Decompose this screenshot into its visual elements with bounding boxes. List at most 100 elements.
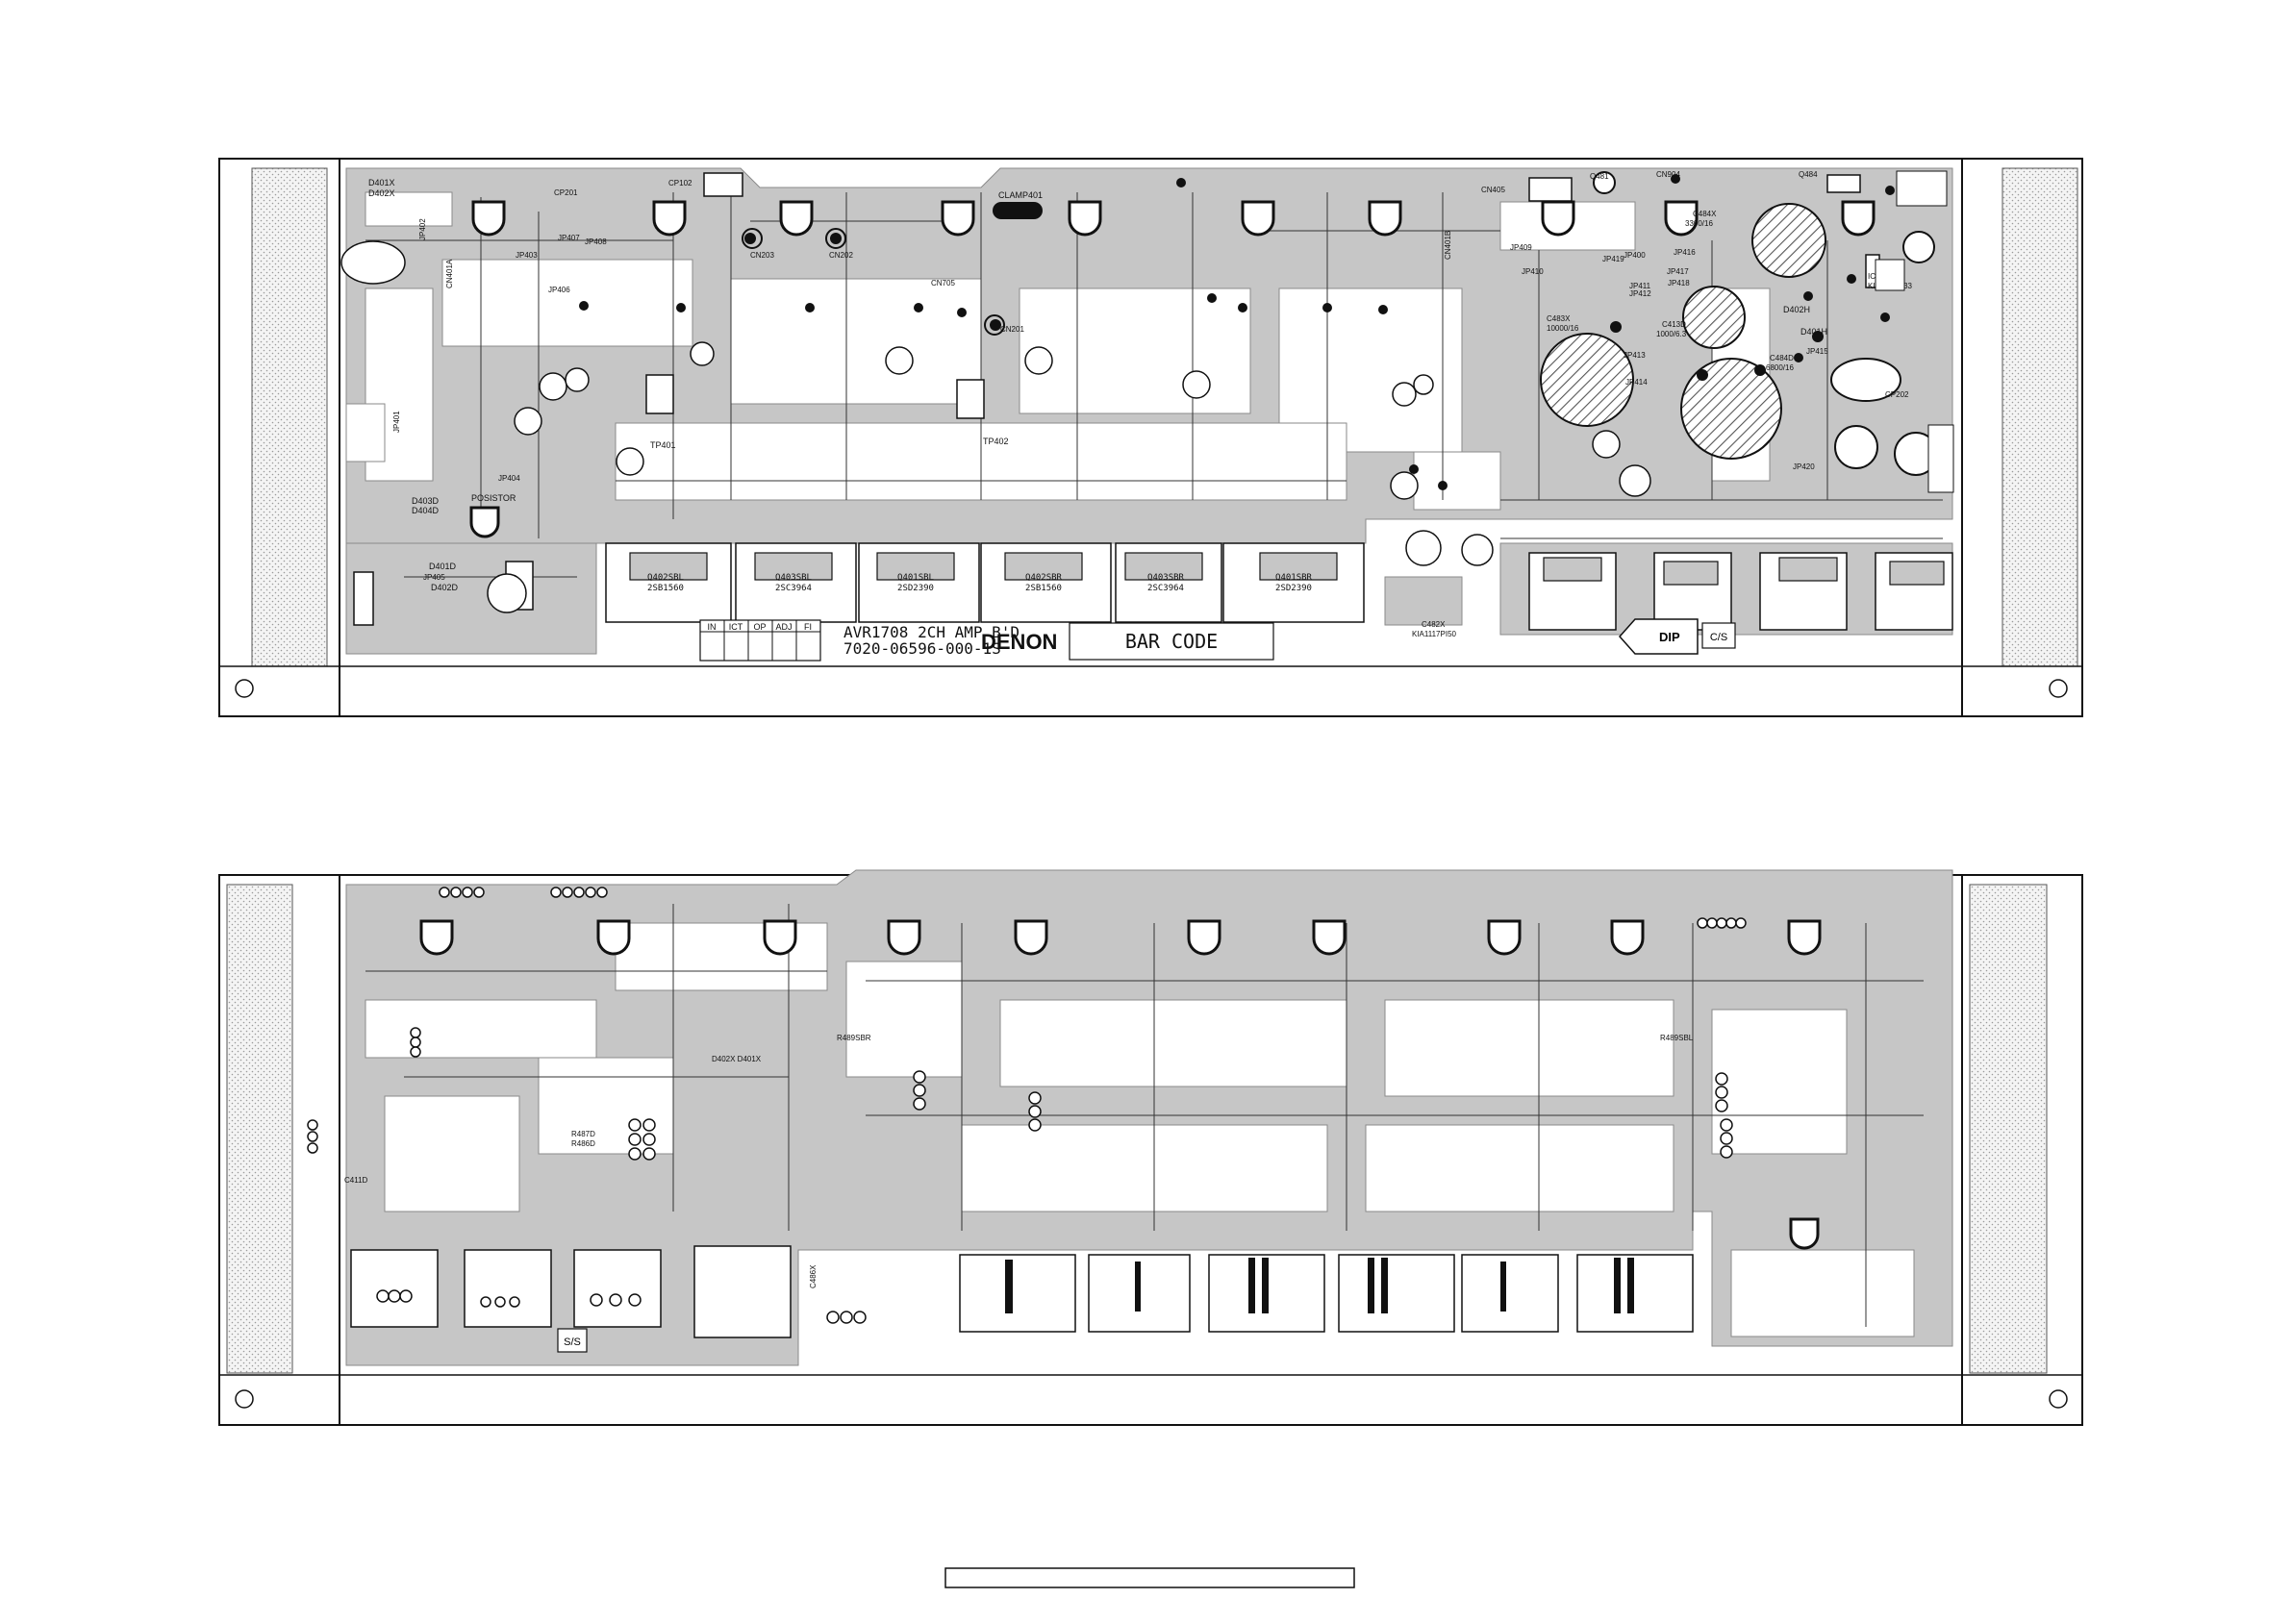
table-col-fi: FI — [804, 622, 812, 632]
label-tp401: TP401 — [650, 440, 676, 450]
label-d401h: D401H — [1800, 327, 1827, 337]
table-col-ict: ICT — [729, 622, 743, 632]
label-c484d: C484D — [1770, 354, 1794, 362]
label-jp407: JP407 — [558, 234, 580, 242]
label-c482x-part: KIA1117PI50 — [1412, 630, 1457, 638]
label-jp403: JP403 — [516, 251, 538, 260]
label-cn202: CN202 — [829, 251, 853, 260]
label-jp402: JP402 — [418, 218, 427, 240]
label-c484x-val: 3300/16 — [1685, 219, 1713, 228]
label-d401x: D401X — [368, 178, 395, 187]
top-left-mounting-hole — [235, 679, 254, 698]
label-cp102: CP102 — [668, 179, 692, 187]
label-c484x: C484X — [1693, 210, 1717, 218]
label-jp417: JP417 — [1667, 267, 1689, 276]
top-board: Q402SBL 2SB1560 Q403SBL 2SC3964 Q401SBL … — [218, 158, 2083, 717]
transistor-part-4: 2SB1560 — [1025, 584, 1062, 593]
bottom-component-labels: D402X D401X R489SBR R489SBL R487D R486D … — [344, 1034, 1694, 1288]
label-jp404: JP404 — [498, 474, 520, 483]
label-q484: Q484 — [1799, 170, 1818, 179]
label-jp406: JP406 — [548, 286, 570, 294]
label-jp414: JP414 — [1625, 378, 1648, 387]
bottom-board: S/S D402X D401X R489SBR R489SBL R487D R4… — [218, 869, 2083, 1426]
label-cn203: CN203 — [750, 251, 774, 260]
barcode-label: BAR CODE — [1125, 630, 1218, 653]
label-d403d: D403D — [412, 496, 440, 506]
label-cp202: CP202 — [1885, 390, 1909, 399]
bottom-traces — [365, 904, 1924, 1327]
transistor-ref-6: Q401SBR — [1275, 573, 1313, 583]
label-cp201: CP201 — [554, 188, 578, 197]
label-c486x: C486X — [809, 1264, 818, 1288]
transistor-part-3: 2SD2390 — [897, 584, 934, 593]
bottom-copper-area — [345, 869, 1953, 1366]
label-d402x-d401x: D402X D401X — [712, 1055, 762, 1063]
bottom-pads — [307, 887, 1747, 1324]
top-large-capacitors — [1540, 203, 1938, 476]
inspection-table: IN ICT OP ADJ FI — [699, 619, 821, 662]
table-col-adj: ADJ — [775, 622, 792, 632]
transistor-part-1: 2SB1560 — [647, 584, 684, 593]
board-part-number: 7020-06596-000-1S — [843, 639, 1001, 658]
table-col-in: IN — [708, 622, 717, 632]
bottom-trace-gaps — [365, 922, 1915, 1337]
top-right-mounting-hole — [2049, 679, 2068, 698]
label-d402d: D402D — [431, 583, 459, 592]
label-r489sbl: R489SBL — [1660, 1034, 1694, 1042]
label-r487d: R487D — [571, 1130, 595, 1138]
bottom-right-heatsink-pad — [1969, 884, 2048, 1374]
label-d401d: D401D — [429, 562, 457, 571]
label-jp415: JP415 — [1806, 347, 1828, 356]
label-c411d: C411D — [344, 1176, 368, 1185]
dip-arrow — [1618, 618, 1699, 655]
top-small-components — [340, 172, 1880, 626]
label-cn705: CN705 — [931, 279, 955, 287]
bottom-transistor-leads — [1005, 1258, 1634, 1313]
label-c483x-val: 10000/16 — [1547, 324, 1579, 333]
transistor-ref-4: Q402SBR — [1025, 573, 1063, 583]
transistor-ref-3: Q401SBL — [897, 573, 934, 583]
transistor-ref-2: Q403SBL — [775, 573, 812, 583]
footer-title-box — [944, 1567, 1355, 1588]
label-jp410: JP410 — [1522, 267, 1544, 276]
label-jp419: JP419 — [1602, 255, 1624, 263]
label-jp409: JP409 — [1510, 243, 1532, 252]
label-cn904: CN904 — [1656, 170, 1680, 179]
top-mounting-slots — [469, 200, 1876, 538]
bottom-left-heatsink-pad — [226, 884, 293, 1374]
clamp-401 — [993, 202, 1043, 219]
label-r489sbr: R489SBR — [837, 1034, 871, 1042]
label-cn401a: CN401A — [445, 259, 454, 288]
top-transistor-labels: Q402SBL 2SB1560 Q403SBL 2SC3964 Q401SBL … — [647, 573, 1313, 593]
bottom-mounting-slots — [419, 919, 1822, 1250]
label-c413d-val: 1000/6.3 — [1656, 330, 1687, 338]
top-right-connector-pinouts — [1875, 170, 1954, 493]
label-jp411: JP411 — [1629, 282, 1651, 290]
label-cn201: CN201 — [1000, 325, 1024, 334]
label-c482x: C482X — [1422, 620, 1446, 629]
label-jp416: JP416 — [1674, 248, 1696, 257]
bottom-right-mounting-hole — [2049, 1389, 2068, 1409]
transistor-part-2: 2SC3964 — [775, 584, 812, 593]
label-tp402: TP402 — [983, 437, 1009, 446]
label-c483x: C483X — [1547, 314, 1571, 323]
top-left-heatsink-pad — [251, 167, 328, 667]
top-vias — [579, 174, 1895, 490]
ss-label-box — [557, 1328, 588, 1353]
label-jp400: JP400 — [1624, 251, 1646, 260]
label-jp420: JP420 — [1793, 462, 1815, 471]
table-col-op: OP — [753, 622, 766, 632]
dip-label: DIP — [1659, 630, 1680, 644]
brand-logo-text: DENON — [981, 630, 1057, 654]
transistor-part-6: 2SD2390 — [1275, 584, 1312, 593]
label-c484d-val: 6800/16 — [1766, 363, 1794, 372]
label-jp405: JP405 — [423, 573, 445, 582]
cs-label: C/S — [1710, 632, 1727, 643]
ss-label: S/S — [564, 1337, 581, 1348]
label-jp418: JP418 — [1668, 279, 1690, 287]
label-posistor: POSISTOR — [471, 493, 516, 503]
label-cn401b: CN401B — [1444, 231, 1452, 260]
top-right-heatsink-pad — [2001, 167, 2078, 667]
